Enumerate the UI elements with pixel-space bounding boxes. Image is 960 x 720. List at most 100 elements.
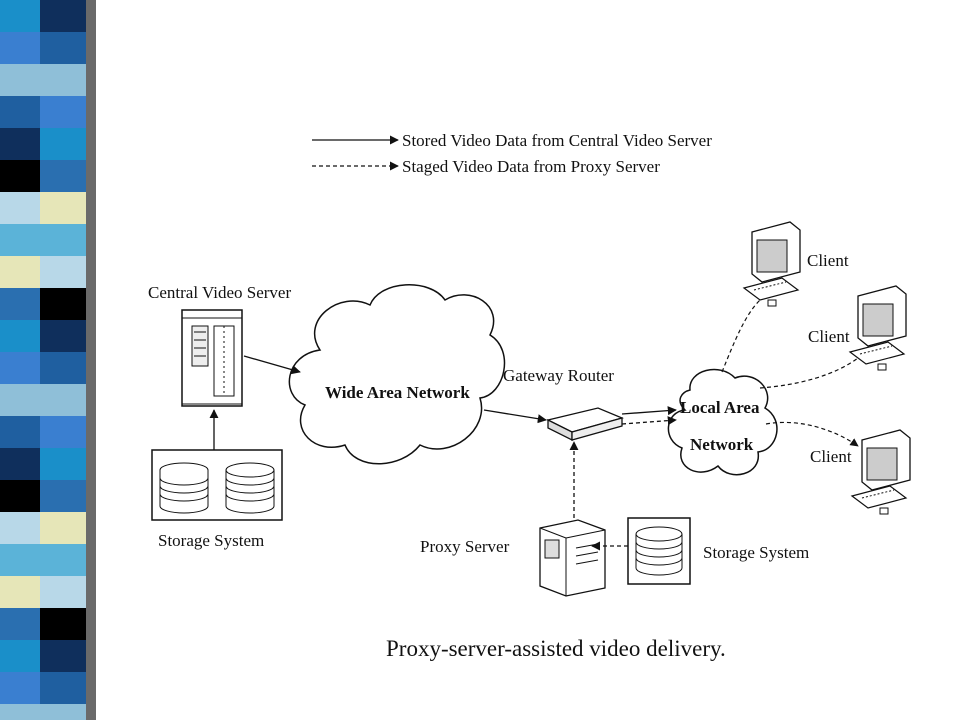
stripe-block — [0, 32, 40, 64]
disk-stack-icon — [635, 526, 683, 576]
legend-dashed-label: Staged Video Data from Proxy Server — [402, 157, 660, 176]
stripe-block — [0, 64, 40, 96]
client-computer-icon-2 — [848, 285, 907, 371]
stripe-block — [0, 672, 40, 704]
stripe-shadow — [86, 256, 96, 288]
stripe-block — [0, 128, 40, 160]
stripe-block — [40, 32, 86, 64]
client-label-2: Client — [808, 327, 850, 346]
stripe-block — [40, 320, 86, 352]
stripe-block — [0, 288, 40, 320]
stripe-block — [40, 544, 86, 576]
stripe-block — [0, 352, 40, 384]
legend-solid-label: Stored Video Data from Central Video Ser… — [402, 131, 712, 150]
router-icon — [546, 407, 624, 442]
stripe-block — [40, 640, 86, 672]
stripe-block — [40, 128, 86, 160]
central-to-wan-arrow — [243, 355, 301, 375]
stripe-block — [0, 448, 40, 480]
stripe-shadow — [86, 160, 96, 192]
proxy-server-label: Proxy Server — [420, 537, 510, 556]
stripe-block — [0, 608, 40, 640]
stripe-shadow — [86, 288, 96, 320]
stripe-shadow — [86, 480, 96, 512]
stripe-shadow — [86, 704, 96, 720]
stripe-block — [40, 672, 86, 704]
stripe-shadow — [86, 320, 96, 352]
stripe-block — [0, 256, 40, 288]
stripe-block — [40, 448, 86, 480]
stripe-block — [0, 320, 40, 352]
stripe-shadow — [86, 384, 96, 416]
stripe-block — [0, 576, 40, 608]
disk-stack-icon — [225, 462, 275, 514]
legend: Stored Video Data from Central Video Ser… — [312, 131, 712, 176]
wan-cloud — [288, 284, 506, 465]
stripe-block — [40, 704, 86, 720]
stripe-block — [40, 160, 86, 192]
lan-cloud — [667, 368, 778, 476]
stripe-block — [0, 384, 40, 416]
central-server-icon — [181, 309, 243, 407]
stripe-block — [40, 416, 86, 448]
stripe-block — [40, 608, 86, 640]
wan-to-router-arrow — [483, 409, 547, 424]
stripe-block — [0, 0, 40, 32]
stripe-block — [0, 544, 40, 576]
lan-label-line2: Network — [690, 435, 754, 454]
disk-stack-icon — [159, 462, 209, 514]
stripe-block — [40, 480, 86, 512]
diagram-caption: Proxy-server-assisted video delivery. — [386, 636, 726, 661]
client-computer-icon-1 — [742, 221, 801, 307]
storage-system-right-label: Storage System — [703, 543, 809, 562]
stripe-block — [40, 64, 86, 96]
stripe-block — [40, 224, 86, 256]
stripe-shadow — [86, 416, 96, 448]
stripe-shadow — [86, 640, 96, 672]
client-computer-icon-3 — [850, 429, 911, 515]
stripe-block — [40, 96, 86, 128]
lan-to-client-3-link — [765, 421, 859, 447]
stripe-shadow — [86, 608, 96, 640]
stripe-block — [40, 384, 86, 416]
stripe-shadow — [86, 448, 96, 480]
slide-decorative-stripe — [0, 0, 110, 720]
lan-to-client-2-link — [759, 357, 859, 389]
router-to-lan-dashed-arrow — [621, 416, 677, 426]
stripe-shadow — [86, 512, 96, 544]
router-to-lan-solid-arrow — [621, 406, 677, 416]
stripe-shadow — [86, 672, 96, 704]
storage-system-left-icon — [151, 449, 283, 521]
lan-to-client-1-link — [721, 299, 761, 373]
stripe-block — [0, 480, 40, 512]
stripe-shadow — [86, 64, 96, 96]
stripe-shadow — [86, 544, 96, 576]
proxy-server-icon — [539, 519, 606, 597]
stripe-block — [40, 352, 86, 384]
stripe-block — [0, 224, 40, 256]
stripe-block — [40, 0, 86, 32]
stripe-block — [0, 416, 40, 448]
lan-label-line1: Local Area — [680, 398, 760, 417]
stripe-shadow — [86, 192, 96, 224]
stripe-block — [0, 640, 40, 672]
stripe-block — [40, 576, 86, 608]
stripe-block — [0, 192, 40, 224]
client-label-1: Client — [807, 251, 849, 270]
stripe-shadow — [86, 224, 96, 256]
stripe-block — [0, 160, 40, 192]
storage-system-left-label: Storage System — [158, 531, 264, 550]
stripe-block — [0, 512, 40, 544]
stripe-block — [40, 192, 86, 224]
stripe-block — [0, 96, 40, 128]
stripe-shadow — [86, 352, 96, 384]
central-server-label: Central Video Server — [148, 283, 291, 302]
stripe-shadow — [86, 32, 96, 64]
stripe-block — [40, 288, 86, 320]
wan-label: Wide Area Network — [325, 383, 470, 402]
storage-system-right-icon — [627, 517, 691, 585]
gateway-router-label: Gateway Router — [503, 366, 614, 385]
stripe-shadow — [86, 128, 96, 160]
stripe-shadow — [86, 576, 96, 608]
